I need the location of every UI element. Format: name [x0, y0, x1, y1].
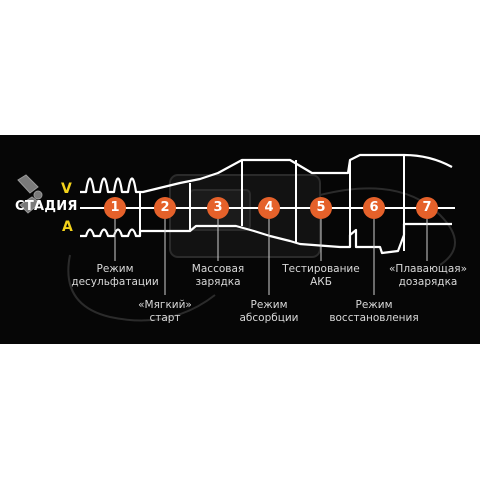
stage-badge-2: 2 — [154, 197, 176, 219]
stage-label-6: Режим восстановления — [324, 299, 424, 325]
charging-stages-diagram: СТАДИЯ V A 1 2 3 4 5 6 7 Режим десульфат… — [0, 135, 480, 344]
stage-badge-1: 1 — [104, 197, 126, 219]
stage-label-5-line1: Тестирование — [282, 263, 360, 275]
stage-label-1: Режим десульфатации — [60, 263, 170, 289]
stage-axis-label: СТАДИЯ — [15, 199, 78, 214]
stage-label-7: «Плавающая» дозарядка — [378, 263, 478, 289]
stage-label-4-line2: абсорбции — [239, 312, 299, 324]
voltage-curve — [80, 153, 453, 194]
stage-label-3: Массовая зарядка — [178, 263, 258, 289]
stage-label-3-line1: Массовая — [191, 263, 245, 275]
voltage-letter: V — [61, 181, 72, 197]
stage-label-4: Режим абсорбции — [229, 299, 309, 325]
stage-label-5-line2: АКБ — [310, 276, 332, 288]
stage-label-2-line2: старт — [149, 312, 181, 324]
stage-label-1-line2: десульфатации — [71, 276, 159, 288]
stage-label-5: Тестирование АКБ — [276, 263, 366, 289]
stage-label-3-line2: зарядка — [195, 276, 241, 288]
waveform-graphic — [17, 153, 456, 322]
stage-label-6-line2: восстановления — [329, 312, 419, 324]
stage-label-7-line2: дозарядка — [398, 276, 458, 288]
stage-badge-7: 7 — [416, 197, 438, 219]
stage-label-6-line1: Режим — [355, 299, 393, 311]
label-leaders — [114, 219, 428, 295]
stage-badge-4: 4 — [258, 197, 280, 219]
stage-badge-3: 3 — [207, 197, 229, 219]
clamp-icon — [17, 174, 43, 214]
stage-label-4-line1: Режим — [250, 299, 288, 311]
stage-badge-5: 5 — [310, 197, 332, 219]
stage-label-1-line1: Режим — [96, 263, 134, 275]
stage-label-2-line1: «Мягкий» — [138, 299, 192, 311]
stage-boundaries — [139, 155, 405, 251]
stage-label-2: «Мягкий» старт — [125, 299, 205, 325]
stage-badge-6: 6 — [363, 197, 385, 219]
current-curve — [80, 222, 452, 255]
stage-label-7-line1: «Плавающая» — [389, 263, 467, 275]
current-letter: A — [62, 219, 73, 235]
